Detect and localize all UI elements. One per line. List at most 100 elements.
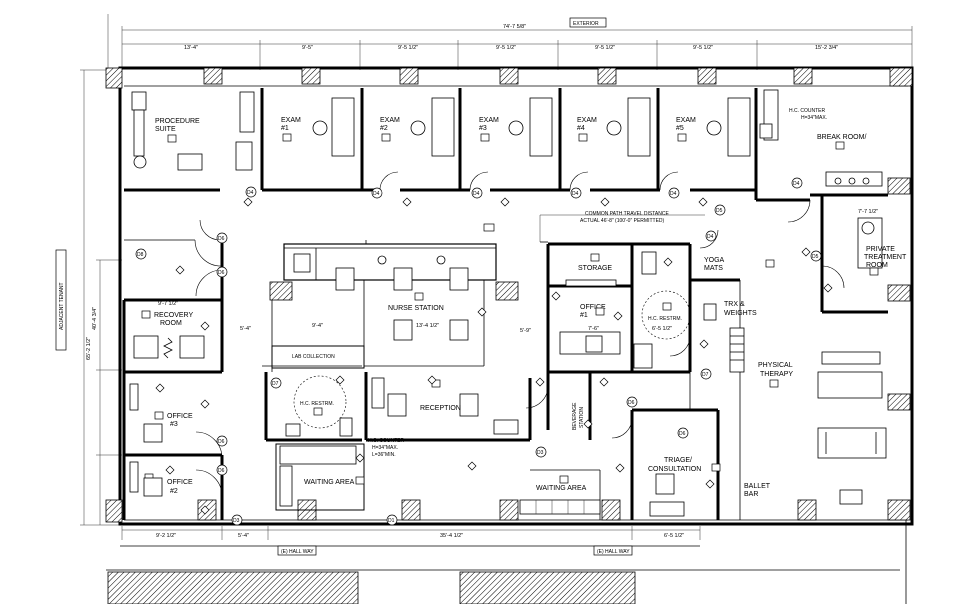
beverage-label-2: STATION [579, 407, 585, 428]
dim-bottom-2: 5'-4" [238, 533, 249, 539]
hc-counter-rec-height: H=34"MAX. [372, 445, 398, 451]
svg-text:D6: D6 [218, 270, 225, 276]
door-tag-18: D1 [386, 514, 398, 526]
hc-counter-rec: H.C. COUNTER [368, 438, 405, 444]
door-tag-14: D6 [216, 464, 228, 476]
recovery-dim: 9'-7 1/2" [158, 301, 178, 307]
office1-label: OFFICE [580, 304, 606, 311]
svg-text:D6: D6 [628, 400, 635, 406]
exam2-label: EXAM [380, 117, 400, 124]
waiting-area-left: WAITING AREA [304, 479, 355, 486]
break-room-label: BREAK ROOM/ [817, 134, 866, 141]
svg-text:D5: D5 [716, 208, 723, 214]
offices-left: OFFICE #3 OFFICE #2 [129, 383, 193, 497]
recovery-label: RECOVERY [154, 312, 193, 319]
dim-left-mid: 40'-4 3/4" [92, 307, 98, 330]
door-tag-19: D6 [677, 427, 689, 439]
exam1-label: EXAM [281, 117, 301, 124]
door-tag-16: D3 [535, 446, 547, 458]
exam3-number: #3 [479, 125, 487, 132]
exam5-number: #5 [676, 125, 684, 132]
top-room-labels: PROCEDURE SUITE EXAM #1 EXAM #2 EXAM #3 … [155, 108, 866, 150]
svg-text:D4: D4 [373, 191, 380, 197]
adjacent-tenant-label: ADJACENT TENANT [59, 282, 65, 330]
hc-restroom-left-label: H.C. RESTRM. [300, 401, 334, 407]
waiting-left: WAITING AREA [275, 443, 365, 511]
storage-office-block: STORAGE OFFICE #1 H.C. RESTRM. [546, 242, 692, 374]
door-tag-6: D4 [791, 177, 803, 189]
procedure-label: PROCEDURE [155, 118, 200, 125]
triage-label-2: CONSULTATION [648, 466, 701, 473]
dim-bottom-1: 9'-2 1/2" [156, 533, 176, 539]
office2-label: OFFICE [167, 479, 193, 486]
svg-text:D4: D4 [247, 190, 254, 196]
common-path-note: COMMON PATH TRAVEL DISTANCE ACTUAL 46'-8… [483, 211, 705, 242]
private-label-3: ROOM [866, 262, 888, 269]
door-tags: D4 D4 D4 D4 D4 D4 D5 D6 D6 D8 D7 D7 D6 D… [135, 177, 822, 526]
door-tag-10: D8 [135, 248, 147, 260]
procedure-label-2: SUITE [155, 126, 176, 133]
svg-text:D5: D5 [812, 254, 819, 260]
dim-top-7: 15'-2 3/4" [815, 45, 838, 51]
beverage-label: BEVERAGE [572, 402, 578, 430]
svg-text:D6: D6 [679, 431, 686, 437]
exam4-number: #4 [577, 125, 585, 132]
yoga-label-2: MATS [704, 265, 723, 272]
dim-top-3: 9'-5 1/2" [398, 45, 418, 51]
door-tag-20: D5 [810, 250, 822, 262]
trx-label-2: WEIGHTS [724, 310, 757, 317]
physical-therapy: YOGA MATS TRX & WEIGHTS PHYSICAL THERAPY… [690, 257, 887, 520]
svg-text:D4: D4 [670, 191, 677, 197]
ballet-label: BALLET [744, 483, 771, 490]
physical-therapy-label: PHYSICAL [758, 362, 793, 369]
bottom-dimensions: 9'-2 1/2" 5'-4" 35'-4 1/2" 6'-5 1/2" (E)… [106, 520, 907, 604]
hallway-left-label: (E) HALL WAY [281, 549, 314, 555]
door-tag-17: D3 [231, 514, 243, 526]
dim-top-4: 9'-5 1/2" [496, 45, 516, 51]
waiting-right: WAITING AREA [519, 469, 601, 520]
door-tag-4: D4 [570, 187, 582, 199]
door-tag-8: D6 [216, 232, 228, 244]
dim-misc-3: 7'-6" [588, 326, 599, 332]
ballet-label-2: BAR [744, 491, 758, 498]
svg-text:D8: D8 [137, 252, 144, 258]
dim-top-2: 9'-5" [302, 45, 313, 51]
dim-bottom-4: 6'-5 1/2" [664, 533, 684, 539]
svg-text:D7: D7 [702, 372, 709, 378]
hc-restroom-right-label: H.C. RESTRM. [648, 316, 682, 322]
exam-walls [124, 88, 758, 200]
yoga-label: YOGA [704, 257, 725, 264]
recovery-room: 9'-7 1/2" RECOVERY ROOM [133, 301, 205, 359]
dim-misc-0: 5'-4" [240, 326, 251, 332]
exam5-label: EXAM [676, 117, 696, 124]
exam3-label: EXAM [479, 117, 499, 124]
top-dimensions: 74'-7 5/8" 13'-4" 9'-5" 9'-5 1/2" 9'-5 1… [121, 17, 913, 70]
door-tag-2: D4 [371, 187, 383, 199]
exam2-number: #2 [380, 125, 388, 132]
svg-text:D6: D6 [218, 439, 225, 445]
diamond-markers [155, 197, 833, 515]
exam4-label: EXAM [577, 117, 597, 124]
corridor-walls [122, 198, 810, 520]
lab-dim: 13'-4 1/2" [416, 323, 439, 329]
door-tag-13: D6 [216, 435, 228, 447]
storage-label: STORAGE [578, 265, 612, 272]
door-tag-3: D4 [471, 187, 483, 199]
nurse-station: NURSE STATION 9'-4" 13'-4 1/2" LAB COLLE… [271, 243, 497, 369]
door-tag-15: D6 [626, 396, 638, 408]
exam-furniture [235, 91, 751, 171]
dim-bottom-3: 35'-4 1/2" [440, 533, 463, 539]
triage-block: BEVERAGE STATION TRIAGE/ CONSULTATION [546, 372, 721, 520]
interior-dims: 5'-4" 5'-9" 7'-6" 7'-7 1/2" 6'-5 1/2" [240, 209, 878, 334]
door-tag-5: D4 [668, 187, 680, 199]
common-path: COMMON PATH TRAVEL DISTANCE [585, 211, 669, 217]
lab-collection-label: LAB COLLECTION [292, 354, 335, 360]
svg-text:D6: D6 [218, 236, 225, 242]
left-dimensions: 65'-2 1/2" 40'-4 3/4" ADJACENT TENANT [55, 14, 122, 526]
svg-text:D4: D4 [793, 181, 800, 187]
office2-number: #2 [170, 488, 178, 495]
private-label-2: TREATMENT [864, 254, 907, 261]
hc-counter-break: H.C. COUNTER [789, 108, 826, 114]
svg-text:D4: D4 [707, 234, 714, 240]
